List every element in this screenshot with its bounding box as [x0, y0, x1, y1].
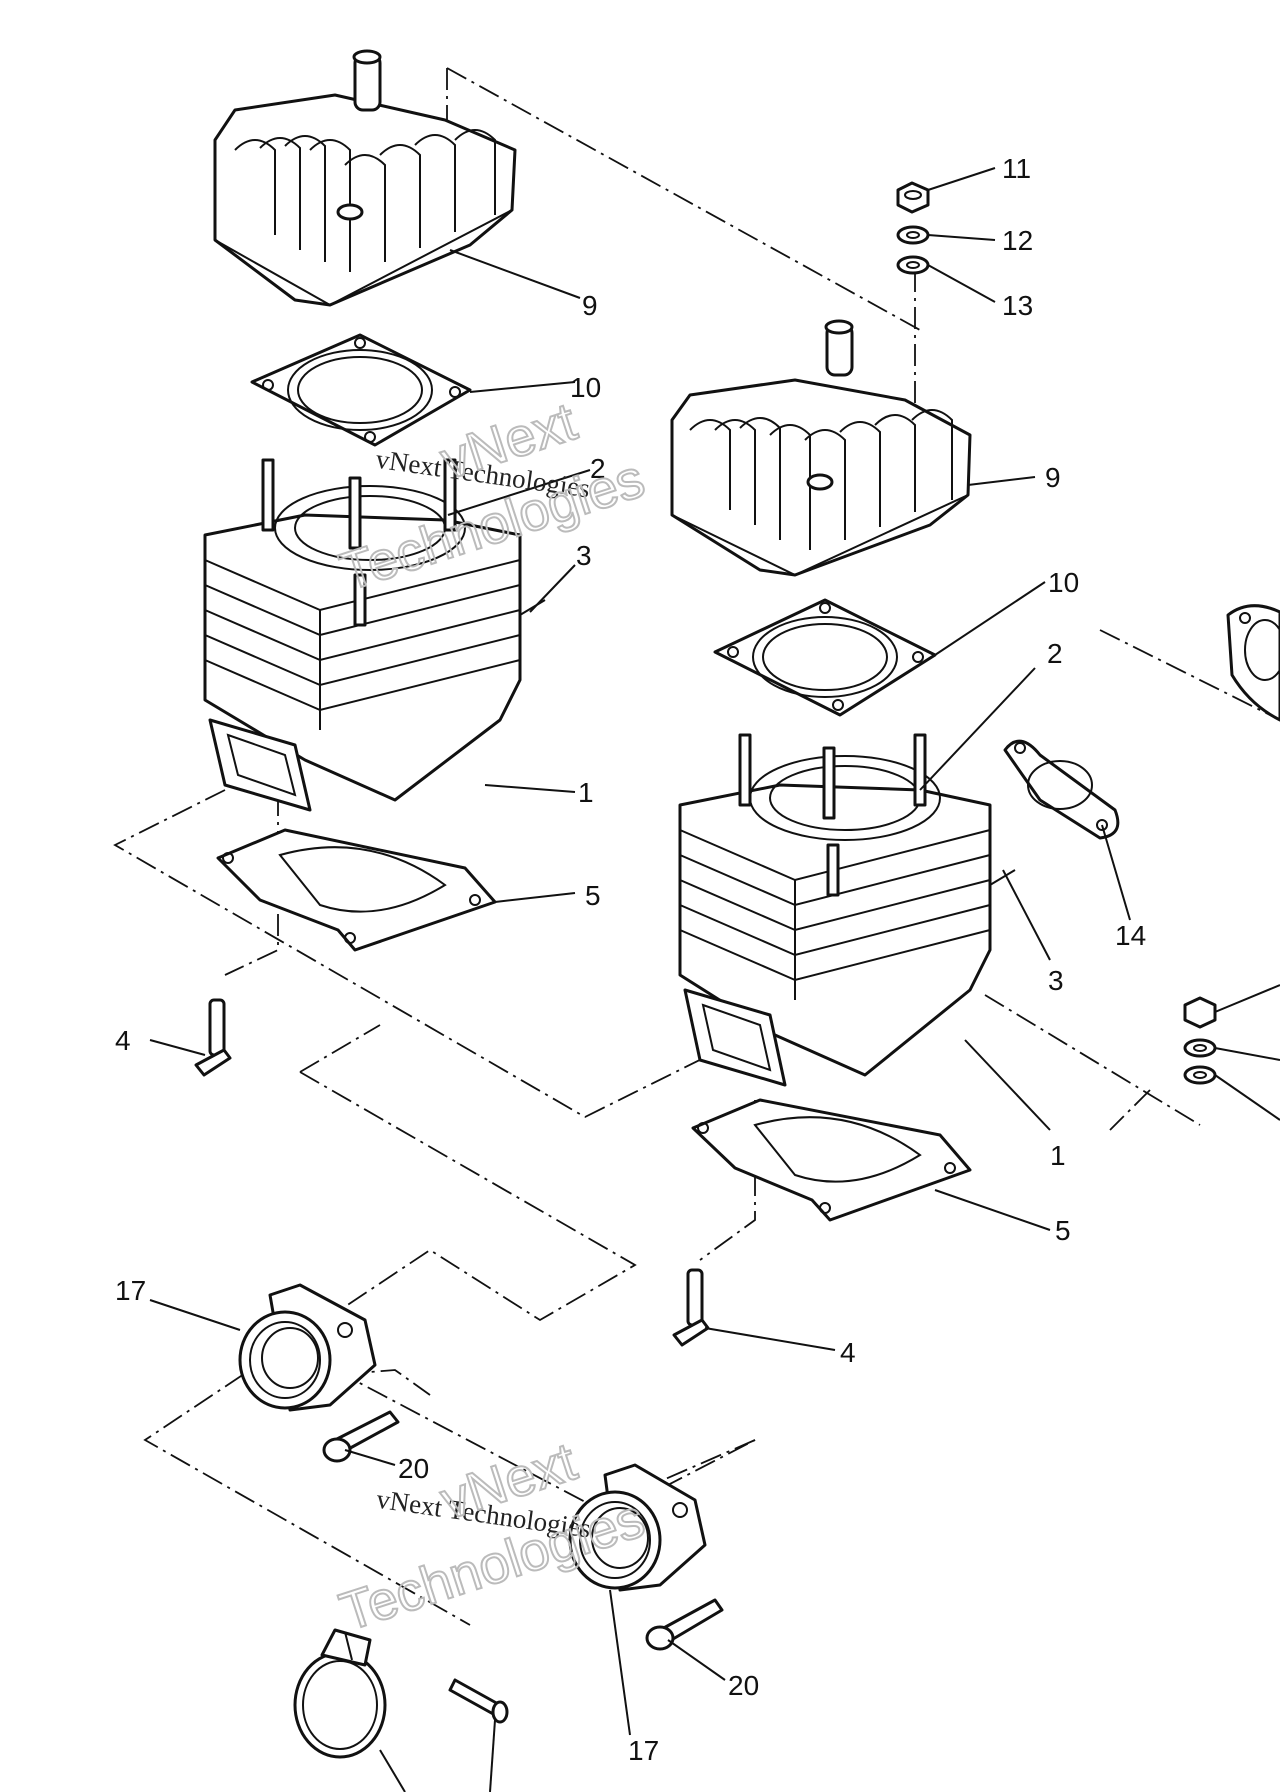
callout-5-right: 5	[1055, 1215, 1071, 1246]
callout-14: 14	[1115, 920, 1146, 951]
cylinder-left	[203, 458, 546, 812]
intake-boot-right	[568, 1463, 707, 1592]
callout-10-left: 10	[570, 372, 601, 403]
callout-2-left: 2	[590, 453, 606, 484]
callout-11: 11	[1002, 153, 1031, 184]
head-gasket-right	[713, 598, 937, 717]
callout-13: 13	[1002, 290, 1033, 321]
bolt-lower	[448, 1678, 509, 1724]
leader-lines	[149, 167, 1280, 1792]
callout-numbers: 9 10 2 3 1 5 4 11 12 13 9 10 2 14 3 1 5 …	[115, 153, 1146, 1766]
bolt-left	[322, 1410, 400, 1463]
callout-10-right: 10	[1048, 567, 1079, 598]
callout-17-left: 17	[115, 1275, 146, 1306]
base-gasket-left	[216, 828, 497, 952]
callout-2-right: 2	[1047, 638, 1063, 669]
callout-20-right: 20	[728, 1670, 759, 1701]
callout-3-left: 3	[576, 540, 592, 571]
fitting-right	[672, 1268, 710, 1347]
callout-4-right: 4	[840, 1337, 856, 1368]
cylinder-right	[678, 733, 1016, 1087]
callout-9-right: 9	[1045, 462, 1061, 493]
watermark-bottom-outline: vNext Technologies	[332, 1430, 652, 1643]
nut-washer-stack-right	[1183, 996, 1217, 1085]
base-gasket-right	[691, 1098, 972, 1222]
callout-17-right: 17	[628, 1735, 659, 1766]
callout-20-left: 20	[398, 1453, 429, 1484]
callout-9-left: 9	[582, 290, 598, 321]
cylinder-head-right	[670, 319, 972, 577]
bolt-right	[645, 1598, 724, 1651]
callout-12: 12	[1002, 225, 1033, 256]
fitting-left	[194, 998, 232, 1077]
cylinder-head-left	[213, 49, 517, 307]
head-gasket-left	[250, 333, 472, 447]
clamp	[293, 1628, 387, 1759]
callout-5-left: 5	[585, 880, 601, 911]
callout-3-right: 3	[1048, 965, 1064, 996]
nut-washer-stack	[896, 181, 930, 275]
callout-1-left: 1	[578, 777, 594, 808]
callout-4-left: 4	[115, 1025, 131, 1056]
callout-1-right: 1	[1050, 1140, 1066, 1171]
intake-boot-left	[238, 1283, 377, 1412]
